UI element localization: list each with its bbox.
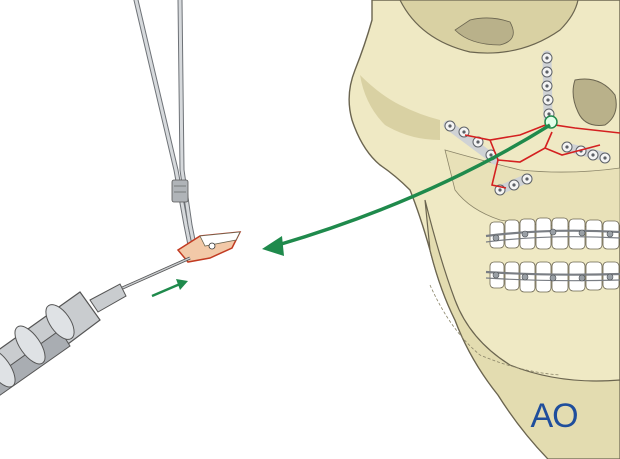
forceps-icon <box>133 0 199 258</box>
direction-arrow-head <box>262 236 284 256</box>
arrow-icon <box>262 123 551 256</box>
wire-loops <box>492 228 614 282</box>
skull-illustration <box>348 0 620 459</box>
drill-direction-arrow-icon <box>151 279 188 298</box>
nasal-cavity <box>572 78 617 126</box>
fixation-plate-upper <box>541 50 555 123</box>
mandible <box>424 199 620 459</box>
drill-icon <box>0 256 191 396</box>
direction-arrow-shaft <box>277 123 551 247</box>
ao-logo-text: AO <box>530 396 578 435</box>
ao-logo: AO <box>524 396 584 435</box>
bone-fragment <box>176 231 242 263</box>
upper-teeth <box>489 217 620 250</box>
fixation-plate-zygoma <box>443 120 500 165</box>
